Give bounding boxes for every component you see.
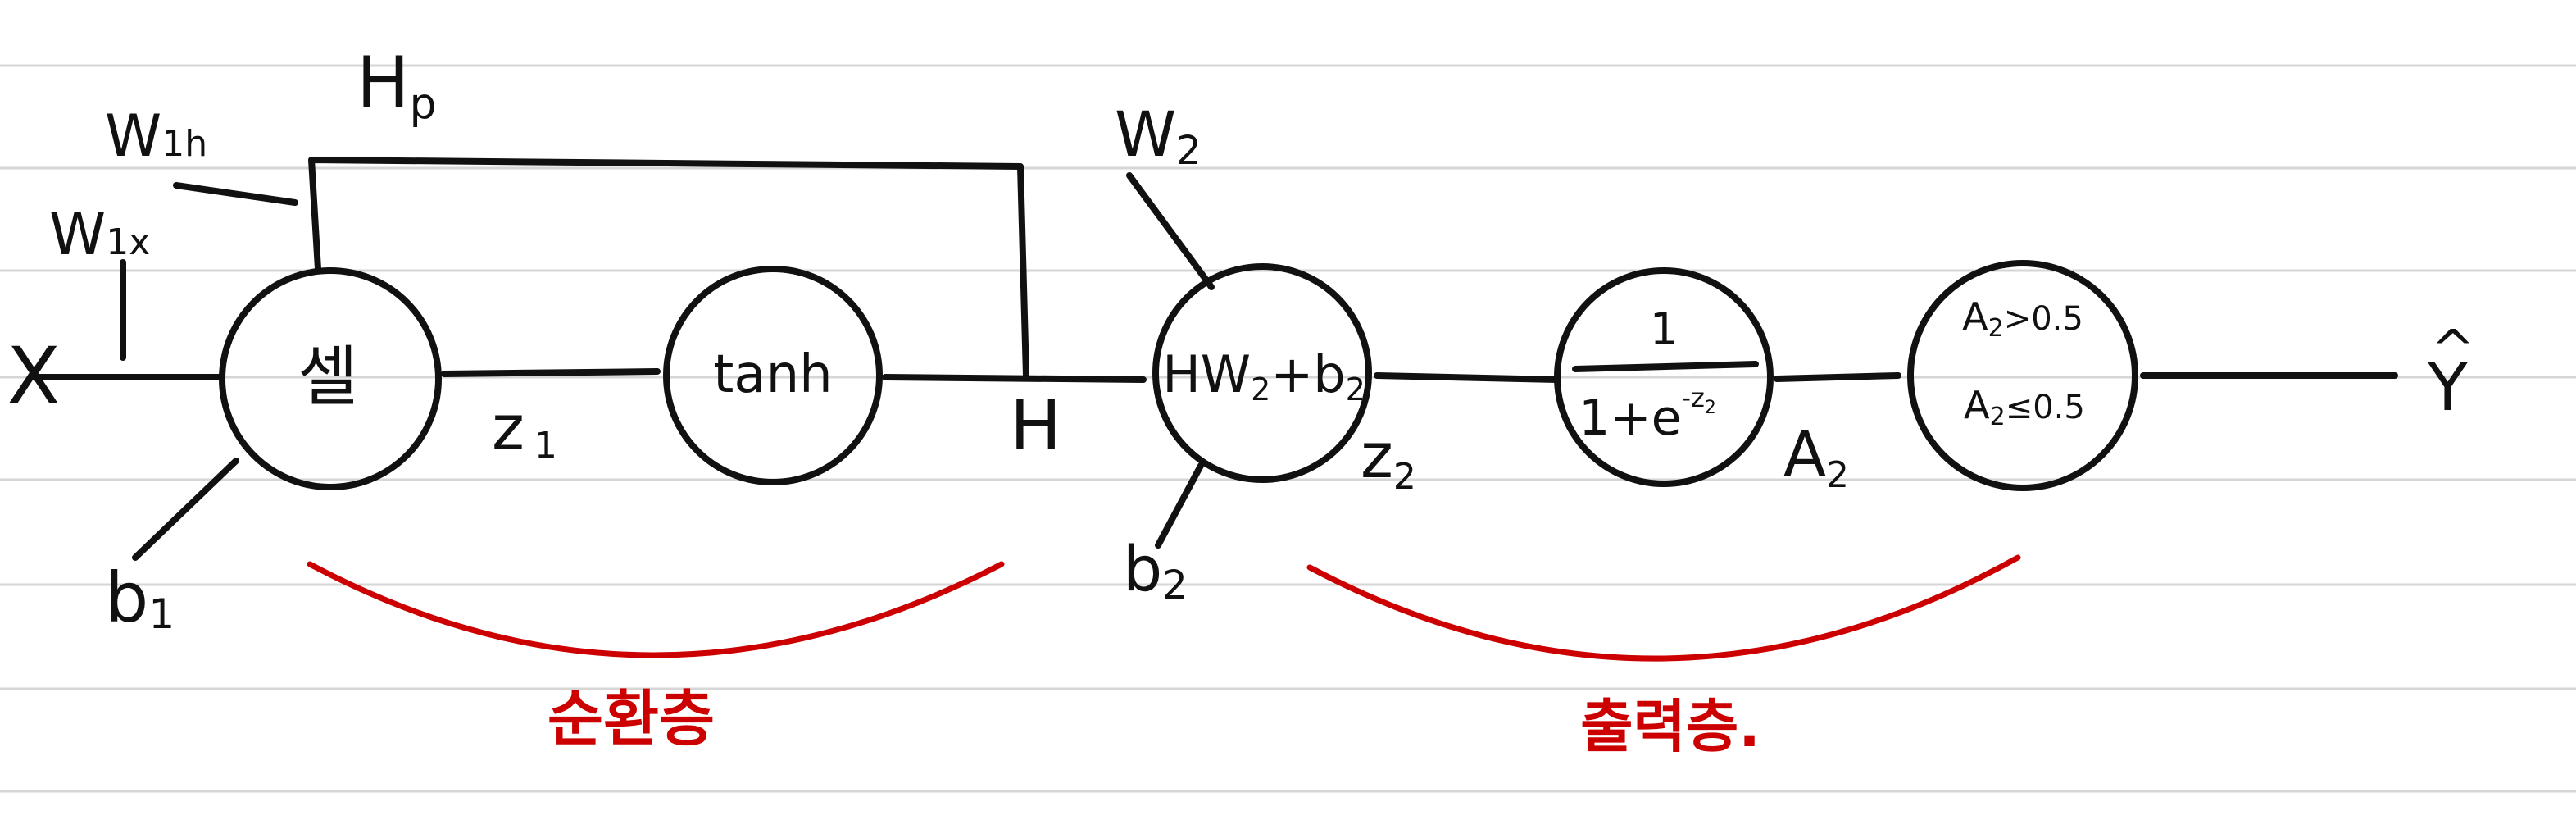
recurrent-feedback-loop [308,157,1029,379]
weight-w1x-sub: 1x [106,221,150,263]
output-yhat-label: Y [2427,349,2469,426]
threshold-a: A [1964,383,1990,427]
tanh-node [663,266,883,485]
weight-w1h-sub: 1h [161,123,207,165]
sigmoid-numerator: 1 [1650,303,1678,355]
sigmoid-exponent: -z [1682,382,1705,413]
weight-w1x-label: W1x [49,201,150,268]
threshold-line-2: A2≤0.5 [1964,383,2085,431]
w2-arrow [1126,172,1215,290]
z1-main: z [492,391,525,464]
bias-b1-label: b1 [105,558,175,638]
threshold-greater: >0.5 [2004,300,2083,338]
w1h-arrow [173,182,298,206]
hp-main: H [357,42,410,124]
b1-arrow [132,458,239,561]
linear-w-sub: 2 [1251,371,1270,408]
connections [28,157,2398,561]
sigmoid-node [1554,267,1774,487]
threshold-less-equal: ≤0.5 [2006,389,2085,426]
sigmoid-denominator: 1+e-z2 [1579,382,1716,447]
threshold-line-1: A2>0.5 [1962,294,2083,343]
weight-w1x-main: W [49,201,106,268]
tanh-node-label: tanh [713,344,832,405]
cell-node-label: 셀 [298,339,358,415]
weight-w2-sub: 2 [1176,128,1202,174]
bias-b1-main: b [105,558,148,638]
threshold-a-sub: 2 [1990,403,2006,431]
linear-plus-b: +b [1270,344,1345,404]
a2-arrow [1774,372,1901,382]
z1-arrow [441,368,661,377]
output-layer-brace [1306,554,2021,662]
threshold-node [1907,260,2138,491]
a2-sub: 2 [1826,454,1849,496]
z2-main: z [1361,419,1393,492]
output-layer-label: 출력층. [1580,693,1760,760]
z2-sub: 2 [1393,456,1416,498]
edge-h-label: H [1010,385,1061,466]
hp-sub: p [410,80,437,129]
threshold-a-sub: 2 [1988,314,2004,343]
sigmoid-one-plus-e: 1+e [1579,390,1681,447]
bias-b2-label: b2 [1123,532,1188,608]
previous-hidden-hp-label: Hp [357,42,437,129]
notebook-rules [0,64,2576,793]
weight-w2-label: W2 [1115,98,1202,174]
edge-a2-label: A2 [1783,417,1849,496]
output-hat-accent: ^ [2431,320,2475,380]
recurrent-layer-label: 순환층 [547,684,715,754]
cell-node [219,267,442,490]
z1-sub: 1 [534,425,557,467]
linear-h: HW [1162,344,1251,404]
threshold-a: A [1962,294,1988,339]
weight-w2-main: W [1115,98,1176,171]
edge-z2-label: z2 [1361,419,1416,498]
linear-node [1152,263,1372,483]
bias-b2-sub: 2 [1162,563,1188,608]
weight-w1h-label: W1h [105,102,207,170]
weight-w1h-main: W [105,102,161,170]
sigmoid-exponent-sub: 2 [1705,398,1716,418]
z2-arrow [1374,372,1561,383]
recurrent-layer-brace [307,561,1005,658]
bias-b1-sub: 1 [148,590,175,638]
h-arrow [882,374,1147,383]
linear-b-sub: 2 [1346,371,1365,408]
linear-node-label: HW2+b2 [1162,344,1365,408]
a2-main: A [1783,417,1826,490]
sigmoid-fraction-bar [1572,361,1759,372]
b2-arrow [1155,462,1204,549]
